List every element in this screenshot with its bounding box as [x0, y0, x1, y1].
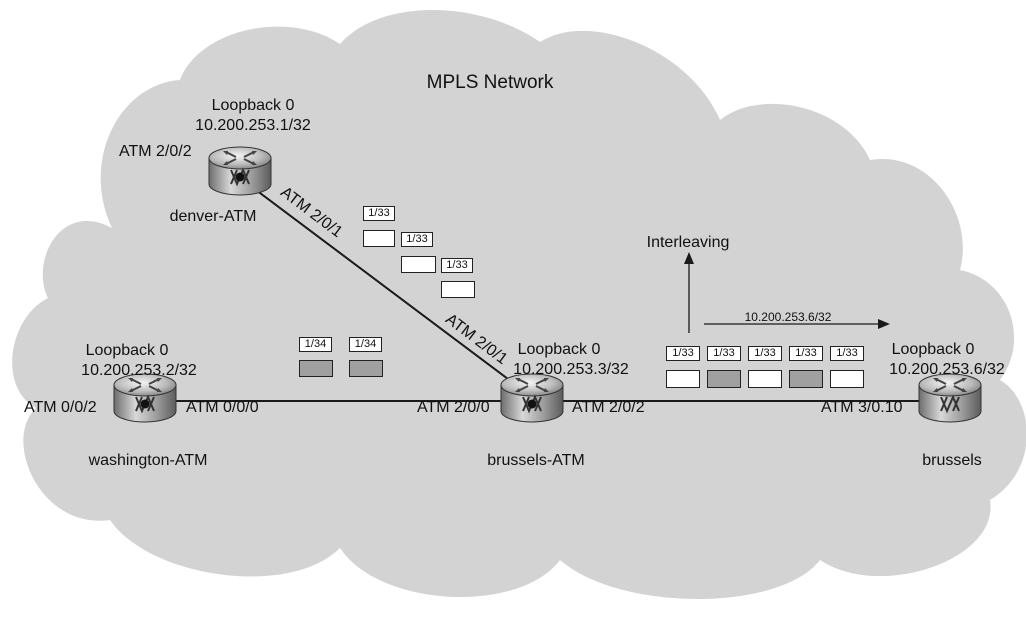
brussels-loopback: Loopback 0 — [891, 341, 975, 358]
cell-box — [401, 256, 436, 273]
cell-box — [363, 230, 395, 247]
cell-box-gray — [789, 370, 823, 388]
cell-label: 1/33 — [401, 232, 433, 247]
cell-label: 1/33 — [707, 346, 741, 361]
link-denver-brussels — [239, 177, 529, 395]
denver-ip: 10.200.253.1/32 — [195, 117, 311, 134]
router-washington-icon — [113, 373, 177, 423]
mpls-cloud — [12, 10, 1026, 599]
cell-label: 1/33 — [789, 346, 823, 361]
cell-box-gray — [707, 370, 741, 388]
router-brussels-icon — [918, 373, 982, 423]
cell-label: 1/34 — [299, 337, 332, 352]
cell-label: 1/33 — [441, 258, 473, 273]
cell-box-gray — [299, 360, 333, 377]
cell-box-gray — [349, 360, 383, 377]
cell-box — [748, 370, 782, 388]
flow-arrow — [704, 319, 890, 329]
cell-box — [666, 370, 700, 388]
washington-port-right: ATM 0/0/0 — [186, 399, 259, 416]
links — [145, 177, 950, 402]
cell-label: 1/33 — [748, 346, 782, 361]
router-brussels-atm-icon — [500, 373, 564, 423]
washington-loopback: Loopback 0 — [85, 342, 169, 359]
brussels-atm-name: brussels-ATM — [487, 452, 585, 469]
cell-label: 1/34 — [349, 337, 382, 352]
interleaving-label: Interleaving — [646, 234, 730, 251]
washington-port-left: ATM 0/0/2 — [24, 399, 97, 416]
cell-box — [830, 370, 864, 388]
brussels-name: brussels — [922, 452, 982, 469]
cell-label: 1/33 — [666, 346, 700, 361]
cell-label: 1/33 — [830, 346, 864, 361]
brussels-atm-ip: 10.200.253.3/32 — [513, 361, 629, 378]
brussels-atm-port-right: ATM 2/0/2 — [572, 399, 645, 416]
brussels-atm-port-left: ATM 2/0/0 — [417, 399, 490, 416]
router-denver-icon — [208, 146, 272, 196]
cell-label: 1/33 — [363, 206, 395, 221]
denver-name: denver-ATM — [169, 208, 257, 225]
brussels-atm-loopback: Loopback 0 — [517, 341, 601, 358]
denver-loopback: Loopback 0 — [211, 97, 295, 114]
interleaving-arrow — [684, 252, 694, 333]
cell-box — [441, 281, 475, 298]
washington-ip: 10.200.253.2/32 — [81, 362, 197, 379]
brussels-ip: 10.200.253.6/32 — [889, 361, 1005, 378]
flow-prefix-label: 10.200.253.6/32 — [744, 310, 832, 324]
brussels-port-left: ATM 3/0.10 — [821, 399, 903, 416]
washington-name: washington-ATM — [88, 452, 208, 469]
diagram-title: MPLS Network — [426, 72, 554, 93]
denver-port-left: ATM 2/0/2 — [119, 143, 192, 160]
